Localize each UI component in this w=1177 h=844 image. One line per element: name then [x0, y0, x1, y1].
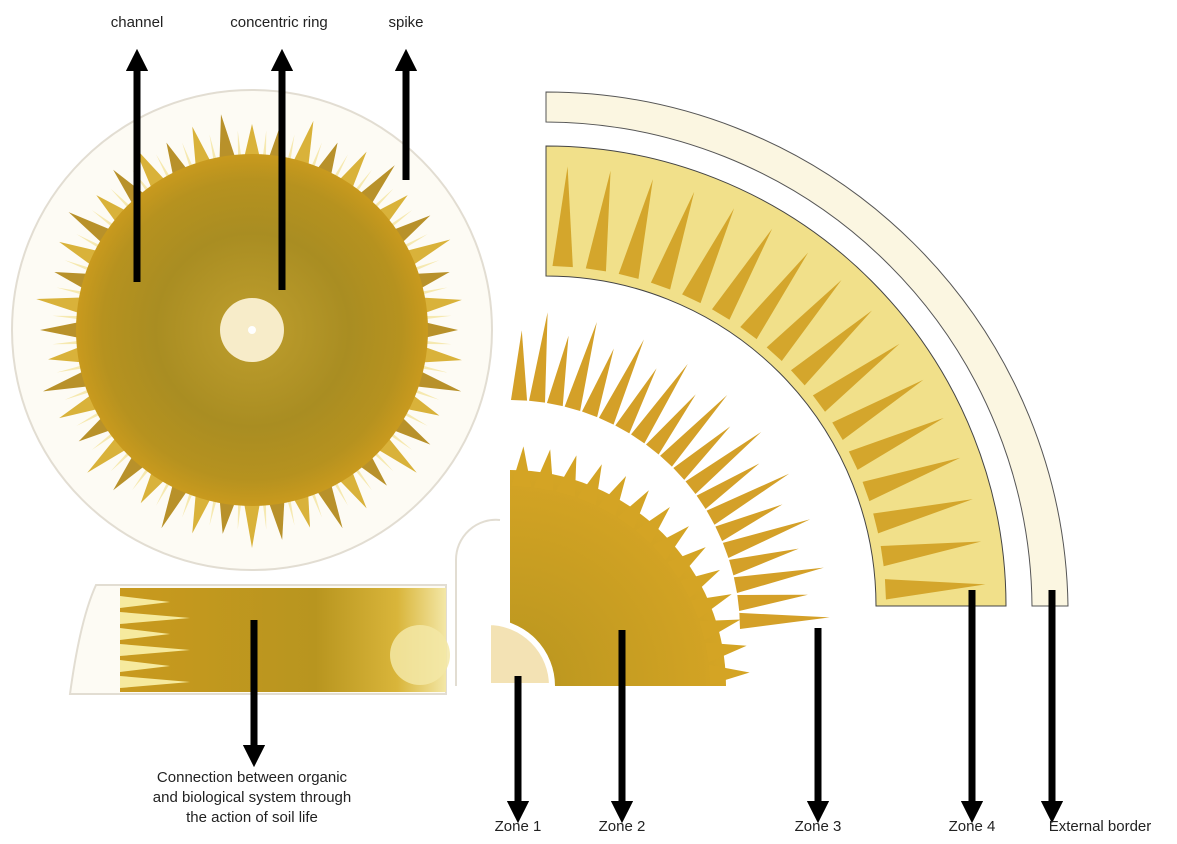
zone-3-spike [547, 336, 569, 406]
zone-2-spike [534, 449, 554, 490]
label-concentric-ring: concentric ring [230, 14, 328, 31]
zone-2-spike [705, 643, 746, 663]
full-chromatogram [12, 90, 492, 570]
cross-section-strip [70, 585, 450, 694]
zone-2-spike [709, 665, 750, 685]
zone-3-spike [511, 330, 527, 400]
center-hole [248, 326, 256, 334]
note-line-2: and biological system through [102, 788, 402, 808]
zone-3-spike [737, 595, 808, 611]
zone-2-spike [511, 446, 531, 487]
label-external-border: External border [1049, 818, 1152, 835]
zone-quarter [456, 92, 1068, 686]
zone-3-spike [529, 312, 548, 402]
zone-3-spike [734, 568, 824, 593]
label-zone-3: Zone 3 [795, 818, 842, 835]
label-connection-note: Connection between organic and biologica… [102, 768, 402, 828]
label-zone-4: Zone 4 [949, 818, 996, 835]
note-line-3: the action of soil life [102, 808, 402, 828]
note-line-1: Connection between organic [102, 768, 402, 788]
label-zone-2: Zone 2 [599, 818, 646, 835]
zone-3-spike [739, 613, 829, 629]
label-spike: spike [388, 14, 423, 31]
label-channel: channel [111, 14, 164, 31]
label-zone-1: Zone 1 [495, 818, 542, 835]
